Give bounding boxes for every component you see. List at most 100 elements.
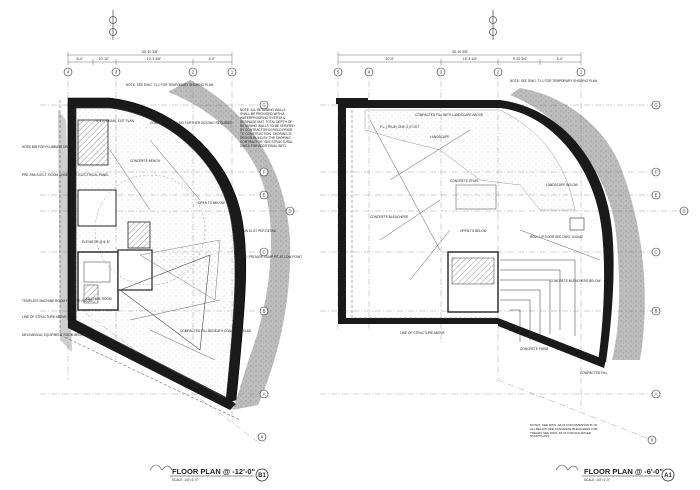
label-b1-hose: HOSE BIB FOR PLUMBING DRAIN	[22, 145, 74, 149]
general-note-a1: NOTES: SEE DWG. A5.01 FOR DIMENSIONS OF …	[530, 424, 598, 438]
shoring-line-b1	[59, 100, 241, 421]
plan-b1: 30'-10 3/8" 6'-0" 10'-10" 10'-3 3/8" 4'-…	[22, 50, 302, 482]
grid-bubble-a1-4: 4	[368, 70, 371, 75]
label-b1-line-struct: LINE OF STRUCTURE ABOVE	[22, 315, 67, 319]
grid-bubble-a1-C: C	[654, 250, 657, 255]
grid-bubble-a1-F: F	[655, 170, 658, 175]
grid-bubble-a1-1: 1	[580, 70, 583, 75]
sub-dim-b1-2: 10'-10"	[99, 57, 110, 61]
label-a1-open-below: OPEN TO BELOW	[460, 229, 487, 233]
bleachers-a1	[500, 259, 576, 342]
swing-arc-b1	[94, 174, 206, 286]
concrete-slab-b1	[119, 254, 211, 351]
grid-bubbles-top-b1	[63, 67, 237, 77]
grid-bubble-a1-X: X	[651, 438, 654, 443]
sub-dim-b1-1: 6'-0"	[77, 57, 85, 61]
sub-dim-a1-1: 10'-0"	[386, 57, 395, 61]
landscape-region-a1	[364, 109, 576, 211]
elec-room-b1	[77, 189, 117, 227]
grid-bubble-b1-G: G	[262, 103, 265, 108]
sub-dim-a1-3: 9'-10 3/4"	[513, 57, 528, 61]
wall-cap-a1	[336, 98, 368, 104]
angled-wall-b1	[68, 320, 236, 410]
slope-lines-a1	[369, 119, 601, 281]
equipment-b1	[83, 261, 111, 283]
grid-bubble-b1-A: A	[263, 392, 266, 397]
label-a1-landscape: LANDSCAPE	[430, 135, 449, 139]
grid-bubble-b1-2: 2	[192, 70, 195, 75]
grid-bubble-a1-2: 2	[497, 70, 500, 75]
section-mark-b1	[285, 206, 295, 216]
overall-dimension-b1: 30'-10 3/8"	[142, 50, 159, 54]
label-a1-stair: CONCRETE STAIR	[450, 179, 479, 183]
label-a1-rollup: ROLL-UP DOOR SEE DWG. A4.6/A2	[530, 235, 583, 239]
label-b1-drain-slot: DRAIN SLOT PER DETAIL	[238, 229, 277, 233]
label-b1-elevator: ELEVATOR @ 5'-8"	[82, 240, 110, 244]
title-block-a1: FLOOR PLAN @ -6'-0" SCALE: 1/4"=1'-0" A1	[555, 464, 675, 482]
soil-shading-b1	[168, 80, 291, 410]
plan-scale-b1: SCALE: 1/4"=1'-0"	[172, 478, 198, 482]
sub-dim-b1-4: 4'-0"	[209, 57, 217, 61]
sheet-tag-a1: A1	[664, 473, 672, 479]
label-b1-anchor: 9" L.L. DRAIN, EXIT PLAN	[96, 119, 135, 123]
label-b1-shoring: NOTE: SEE DWG. T1.1 FOR TEMPORARY SHORIN…	[126, 83, 214, 87]
sheet-tag-b1: B1	[258, 473, 266, 479]
dimensions-b1	[67, 52, 233, 65]
grid-bubbles-top-a1	[333, 67, 586, 77]
slope-lines-b1	[109, 139, 221, 361]
grid-bubbles-side-a1	[647, 100, 689, 445]
plan-a1: 30'-10 3/8" 10'-0" 10'-3 1/4" 9'-10 3/4"…	[320, 50, 689, 482]
grid-bubble-b1-B: B	[263, 309, 266, 314]
label-b1-opening: OPEN TO BELOW	[198, 201, 225, 205]
grid-bubble-b1-3: 3	[115, 70, 118, 75]
storage-room-b1	[77, 119, 109, 166]
label-a1-line-struct: LINE OF STRUCTURE ABOVE	[400, 331, 445, 335]
label-b1-mech: MECHANICAL EQUIPMENT ROOM BELOW	[22, 333, 86, 337]
label-b1-machine: MACHINE ROOM	[86, 297, 112, 301]
label-a1-compacted: COMPACTED FILL WITH LANDSCAPE ABOVE	[415, 113, 483, 117]
label-a1-landscape-below: LANDSCAPE BELOW	[546, 183, 578, 187]
label-b1-template: TEMPLATE MACHINE ROOM FOR SITE ROUTE	[22, 299, 93, 303]
sub-dim-a1-2: 10'-3 1/4"	[463, 57, 478, 61]
plan-title-b1: FLOOR PLAN @ -12'-0"	[172, 467, 256, 476]
grid-bubble-b1-C: C	[262, 250, 265, 255]
label-b1-sump: NOTE: PROVIDE SUMP PIT AT LOW POINT	[238, 255, 302, 259]
grid-bubble-b1-X: X	[261, 435, 264, 440]
shoring-line-a1	[351, 110, 498, 319]
label-a1-compacted-fill: COMPACTED FILL	[580, 371, 608, 375]
soil-shading-a1	[510, 88, 645, 360]
north-arrow-icon-left	[109, 10, 117, 40]
elevator-b1	[127, 221, 151, 249]
grid-bubble-a1-D: D	[682, 209, 685, 214]
label-b1-compacted: COMPACTED FILL, NO FURTHER DIGGING REQUI…	[150, 121, 233, 125]
grid-bubble-a1-B: B	[655, 309, 658, 314]
plan-title-a1: FLOOR PLAN @ -6'-0"	[584, 467, 663, 476]
grid-bubble-a1-G: G	[654, 103, 657, 108]
grid-bubble-b1-1: 1	[231, 70, 234, 75]
label-b1-bench: CONCRETE BENCH	[130, 159, 161, 163]
sub-dim-a1-4: 4'-0"	[557, 57, 565, 61]
label-a1-shoring: NOTE: SEE DWG. T1.1 FOR TEMPORARY SHORIN…	[510, 79, 598, 83]
grid-bubble-a1-3: 3	[440, 70, 443, 75]
general-note-b1: NOTE: ALL RETAINING WALLS SHALL BE PROVI…	[240, 108, 295, 148]
grid-bubble-b1-F: F	[263, 170, 266, 175]
label-a1-bleacher2: CONCRETE BLEACHERS BELOW	[550, 279, 600, 283]
stair-box-a1	[451, 257, 495, 285]
grid-bubble-b1-D: D	[288, 209, 291, 214]
angled-wall-a1	[498, 318, 606, 368]
equip-a1	[569, 217, 585, 231]
bottom-wall-a1	[338, 318, 498, 324]
label-b1-compacted2: COMPACTED FILL BENEATH CONCRETE SLAB	[180, 329, 251, 333]
grid-bubble-b1-4: 4	[67, 70, 70, 75]
grid-bubble-a1-A: A	[655, 392, 658, 397]
grid-bubbles-side-b1	[257, 100, 269, 442]
overall-dimension-a1: 30'-10 3/8"	[452, 50, 469, 54]
grid-bubble-a1-E: E	[655, 193, 658, 198]
title-block-b1: FLOOR PLAN @ -12'-0" SCALE: 1/4"=1'-0" B…	[149, 464, 269, 482]
pit-b1	[117, 249, 153, 291]
grid-bubble-b1-E: E	[263, 193, 266, 198]
opening-a1	[455, 184, 497, 210]
label-a1-conc-form: CONCRETE FORM	[520, 347, 549, 351]
label-a1-bleacher: CONCRETE BLEACHERS	[370, 215, 408, 219]
